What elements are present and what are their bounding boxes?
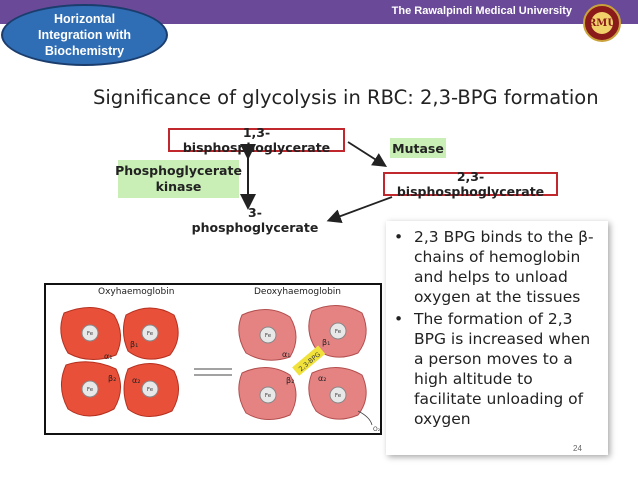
box-kinase: Phosphoglycerate kinase — [115, 160, 242, 198]
deoxy-heme-3-label: Fe — [265, 393, 272, 399]
deoxy-beta1-label: β₁ — [322, 338, 330, 347]
deoxy-heme-2-label: Fe — [335, 329, 342, 335]
box-13-bpg: 1,3-bisphosphoglycerate — [168, 125, 345, 155]
bullet-item: • 2,3 BPG binds to the β-chains of hemog… — [394, 227, 602, 307]
oxy-alpha2-label: α₂ — [132, 376, 140, 385]
logo-emblem: RMU — [588, 12, 616, 34]
oxy-label: Oxyhaemoglobin — [98, 287, 175, 297]
oxy-beta1-label: β₁ — [130, 340, 138, 349]
hemoglobin-figure: Oxyhaemoglobin Deoxyhaemoglobin — [44, 283, 382, 435]
oxy-heme-3-label: Fe — [87, 387, 94, 393]
hemoglobin-drawing: 2,3-BPG α₁ β₁ β₂ α₂ α₁ β₁ β₂ α₂ Fe Fe Fe… — [60, 305, 380, 433]
oxy-heme-2-label: Fe — [147, 331, 154, 337]
deoxy-heme-3 — [259, 386, 277, 404]
oxy-heme-3 — [81, 380, 99, 398]
integration-badge: Horizontal Integration with Biochemistry — [1, 4, 168, 66]
university-logo: RMU — [583, 4, 621, 42]
o2-release-arrow — [357, 410, 373, 426]
deoxy-heme-1 — [259, 326, 277, 344]
o2-label: O₂ — [373, 426, 380, 433]
deoxy-heme-2 — [329, 322, 347, 340]
box-mutase: Mutase — [390, 138, 446, 158]
badge-line-1: Horizontal — [53, 12, 116, 26]
deoxy-label: Deoxyhaemoglobin — [254, 287, 342, 297]
bullet-dot-icon: • — [394, 228, 404, 246]
badge-line-3: Biochemistry — [44, 44, 125, 58]
box-23-bpg: 2,3-bisphosphoglycerate — [383, 169, 558, 199]
oxy-heme-2 — [141, 324, 159, 342]
bullet-text: The formation of 2,3 BPG is increased wh… — [414, 310, 591, 428]
oxy-heme-1 — [81, 324, 99, 342]
oxy-heme-4 — [141, 380, 159, 398]
oxy-alpha1-label: α₁ — [104, 352, 112, 361]
bullet-item: • The formation of 2,3 BPG is increased … — [394, 309, 602, 429]
oxy-beta2-label: β₂ — [108, 374, 116, 383]
deoxy-heme-4 — [329, 386, 347, 404]
deoxy-beta2-label: β₂ — [286, 376, 294, 385]
label-13-bpg: 1,3-bisphosphoglycerate — [182, 125, 331, 155]
deoxy-heme-4-label: Fe — [335, 393, 342, 399]
page-number: 24 — [573, 444, 582, 453]
badge-line-2: Integration with — [37, 28, 132, 42]
slide-title: Significance of glycolysis in RBC: 2,3-B… — [93, 86, 599, 109]
deoxy-alpha2-label: α₂ — [318, 374, 326, 383]
deoxy-alpha1-label: α₁ — [282, 350, 290, 359]
bullet-text: 2,3 BPG binds to the β-chains of hemoglo… — [414, 228, 594, 306]
bullet-panel: • 2,3 BPG binds to the β-chains of hemog… — [386, 221, 608, 455]
kinase-line-1: Phosphoglycerate — [115, 163, 242, 178]
label-23-bpg: 2,3-bisphosphoglycerate — [396, 169, 545, 199]
label-mutase: Mutase — [392, 140, 444, 156]
deoxy-heme-1-label: Fe — [265, 333, 272, 339]
bpg-molecule — [292, 345, 326, 376]
arrow-to-23bpg — [347, 141, 388, 167]
bullet-dot-icon: • — [394, 310, 404, 328]
oxy-heme-1-label: Fe — [87, 331, 94, 337]
university-name: The Rawalpindi Medical University — [391, 5, 572, 17]
kinase-line-2: kinase — [155, 179, 202, 194]
oxy-heme-4-label: Fe — [147, 387, 154, 393]
arrow-to-3pg — [326, 196, 393, 223]
